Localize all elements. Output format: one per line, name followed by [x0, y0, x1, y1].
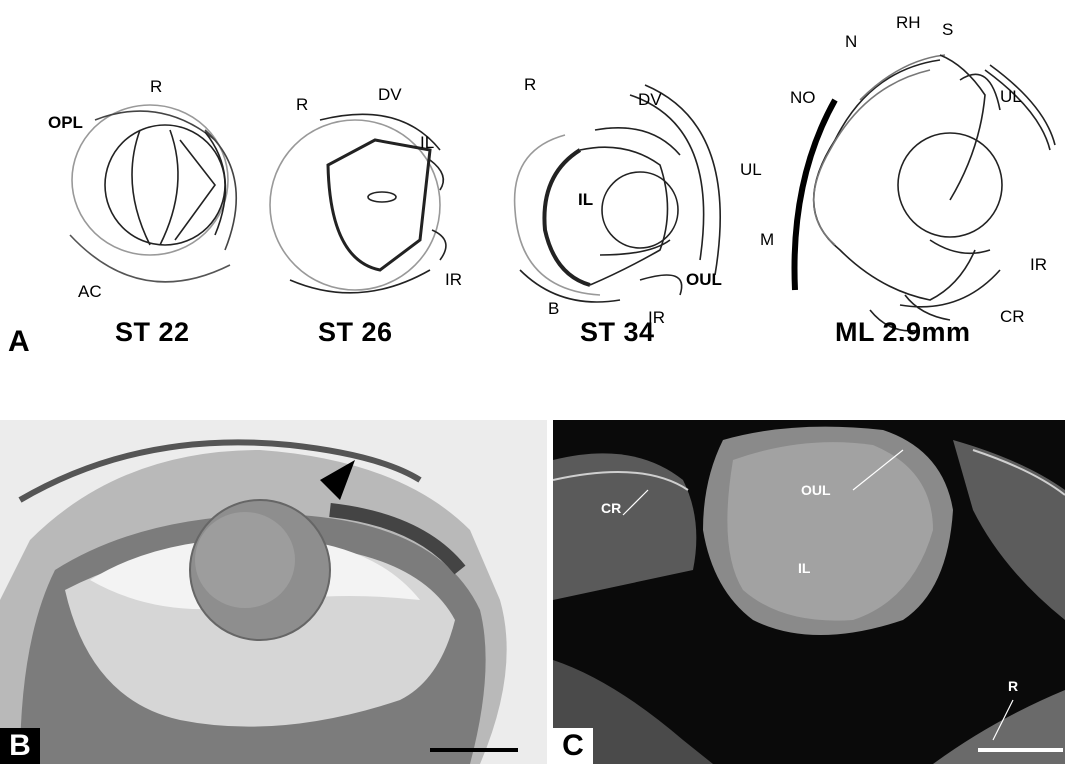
panel-c-micrograph: OUL CR IL R C: [553, 420, 1065, 764]
scale-bar-c: [978, 748, 1063, 752]
stage-title-st22: ST 22: [115, 317, 190, 348]
ml-label-rh: RH: [896, 13, 921, 32]
ml-label-no: NO: [790, 88, 816, 107]
panel-c-label-il: IL: [798, 560, 810, 576]
st26-label-dv: DV: [378, 85, 402, 104]
st34-label-ul: UL: [740, 160, 762, 179]
st34-label-oul: OUL: [686, 270, 722, 289]
panel-a-letter: A: [8, 325, 30, 359]
panel-b-letter: B: [0, 728, 40, 764]
st22-label-r: R: [150, 77, 162, 96]
ml-label-ul: UL: [1000, 87, 1022, 106]
stage-title-st26: ST 26: [318, 317, 393, 348]
panel-c-label-cr: CR: [601, 500, 621, 516]
panel-b-image: [0, 420, 547, 764]
st26-label-ir: IR: [445, 270, 462, 289]
panel-b-micrograph: B: [0, 420, 547, 764]
st34-label-r: R: [524, 75, 536, 94]
st26-label-r: R: [296, 95, 308, 114]
stage-title-st34: ST 34: [580, 317, 655, 348]
st22-label-opl: OPL: [48, 113, 83, 132]
ml-label-cr: CR: [1000, 307, 1025, 326]
st34-label-b: B: [548, 299, 559, 318]
st34-label-il: IL: [578, 190, 593, 209]
stage-title-ml: ML 2.9mm: [835, 317, 971, 348]
scale-bar-b: [430, 748, 518, 752]
st34-label-dv: DV: [638, 90, 662, 109]
ml-label-m: M: [760, 230, 774, 249]
panel-c-label-oul: OUL: [801, 482, 831, 498]
ml-label-ir: IR: [1030, 255, 1047, 274]
st22-eye-drawing: [70, 105, 236, 282]
st26-label-il: IL: [420, 133, 434, 152]
ml-label-n: N: [845, 32, 857, 51]
panel-c-letter: C: [553, 728, 593, 764]
ml-label-s: S: [942, 20, 953, 39]
st22-label-ac: AC: [78, 282, 102, 301]
panel-c-label-r: R: [1008, 678, 1018, 694]
panel-c-image: [553, 420, 1065, 764]
